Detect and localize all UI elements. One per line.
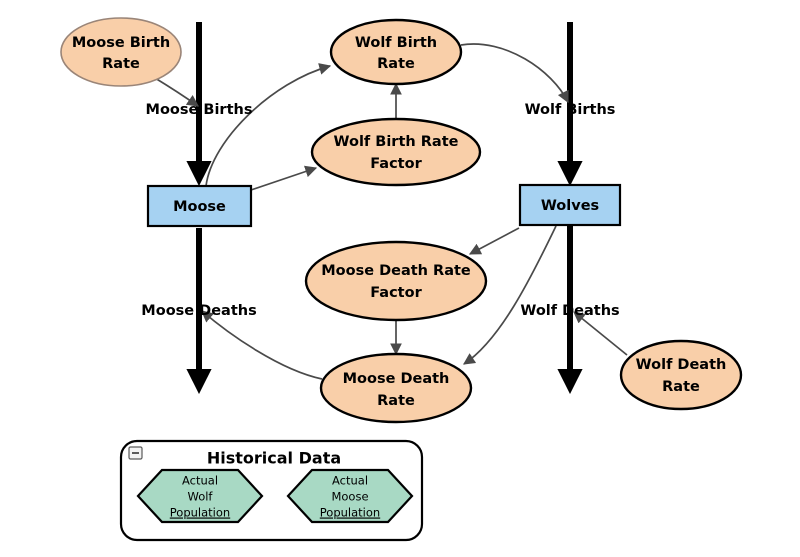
connector-wolves-to-moose-death-rate[interactable] [463, 225, 557, 365]
connector-wolf-birth-rate-to-wolf-births[interactable] [460, 43, 569, 104]
node-moose-death-rate[interactable]: Moose Death Rate [319, 352, 473, 424]
connector-wolves-to-moose-death-rate-factor[interactable] [468, 227, 520, 255]
wolf-death-rate-shape [619, 339, 743, 411]
moose-death-rate-factor-label-line1: Moose Death Rate [321, 263, 471, 279]
connector-moose-to-wolf-birth-rate[interactable] [205, 63, 332, 187]
actual-moose-population-line2: Moose [331, 490, 368, 504]
actual-wolf-population-line2: Wolf [188, 490, 214, 504]
wolves-stock-shape [518, 183, 622, 227]
wolf-birth-rate-factor-shape [310, 117, 482, 187]
actual-moose-population-line3: Population [320, 506, 380, 520]
wolf-death-rate-label-line1: Wolf Death [636, 357, 727, 373]
group-historical-data[interactable]: Historical Data Actual Wolf Population A… [119, 439, 424, 542]
actual-wolf-population-line1: Actual [182, 474, 218, 488]
moose-death-rate-factor-shape [304, 240, 488, 322]
connector-moose-birth-rate-to-moose-births[interactable] [154, 77, 199, 107]
flow-label-moose-births[interactable]: Moose Births [146, 102, 253, 118]
minus-square-icon[interactable] [128, 446, 143, 460]
wolves-stock-label: Wolves [541, 198, 599, 214]
moose-birth-rate-shape [60, 17, 182, 87]
moose-death-rate-label-line2: Rate [377, 393, 415, 409]
node-wolves-stock[interactable]: Wolves [518, 183, 622, 227]
moose-stock-shape [146, 184, 253, 228]
connector-wolf-death-rate-to-wolf-deaths[interactable] [573, 311, 628, 356]
flow-label-wolf-deaths[interactable]: Wolf Deaths [520, 303, 619, 319]
historical-data-title: Historical Data [207, 449, 341, 468]
node-wolf-birth-rate-factor[interactable]: Wolf Birth Rate Factor [310, 117, 482, 187]
actual-wolf-population-shape [136, 468, 264, 524]
actual-moose-population-line1: Actual [332, 474, 368, 488]
wolf-birth-rate-factor-label-line1: Wolf Birth Rate [334, 134, 459, 150]
connector-moose-to-wolf-birth-rate-factor[interactable] [250, 165, 318, 191]
node-moose-death-rate-factor[interactable]: Moose Death Rate Factor [304, 240, 488, 322]
connector-moose-death-rate-to-moose-deaths[interactable] [201, 310, 323, 380]
node-moose-birth-rate[interactable]: Moose Birth Rate [60, 17, 182, 87]
node-wolf-birth-rate[interactable]: Wolf Birth Rate [329, 18, 463, 86]
moose-death-rate-label-line1: Moose Death [343, 371, 450, 387]
node-actual-wolf-population[interactable]: Actual Wolf Population [136, 468, 264, 524]
moose-death-rate-factor-label-line2: Factor [370, 285, 422, 301]
actual-moose-population-shape [286, 468, 414, 524]
moose-death-rate-shape [319, 352, 473, 424]
node-actual-moose-population[interactable]: Actual Moose Population [286, 468, 414, 524]
node-wolf-death-rate[interactable]: Wolf Death Rate [619, 339, 743, 411]
moose-stock-label: Moose [173, 199, 226, 215]
flow-label-wolf-births[interactable]: Wolf Births [525, 102, 616, 118]
wolf-birth-rate-label-line2: Rate [377, 56, 415, 72]
node-moose-stock[interactable]: Moose [146, 184, 253, 228]
wolf-birth-rate-factor-label-line2: Factor [370, 156, 422, 172]
wolf-birth-rate-shape [329, 18, 463, 86]
flow-label-moose-deaths[interactable]: Moose Deaths [141, 303, 256, 319]
actual-wolf-population-line3: Population [170, 506, 230, 520]
wolf-death-rate-label-line2: Rate [662, 379, 700, 395]
moose-birth-rate-label-line2: Rate [102, 56, 140, 72]
moose-birth-rate-label-line1: Moose Birth [72, 35, 170, 51]
wolf-birth-rate-label-line1: Wolf Birth [355, 35, 437, 51]
